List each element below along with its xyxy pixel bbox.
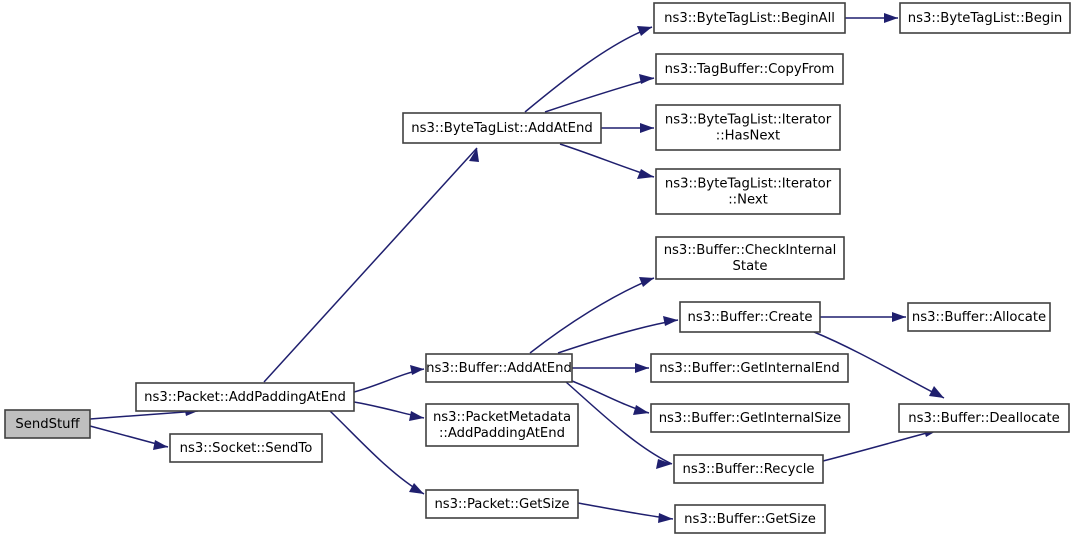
node-label: ns3::ByteTagList::BeginAll xyxy=(664,11,835,26)
node-box[interactable] xyxy=(655,168,841,215)
arrowhead-icon xyxy=(635,363,649,373)
call-edge-packet_addpadding-to-bytetaglist_addatend xyxy=(263,147,478,383)
graph-node-bytetaglist_addatend[interactable]: ns3::ByteTagList::AddAtEnd xyxy=(402,112,602,144)
call-edge-buffer_addatend-to-buffer_create xyxy=(557,319,679,354)
node-label: ns3::ByteTagList::Begin xyxy=(908,11,1062,26)
call-edge-sendstuff-to-packet_addpadding xyxy=(89,410,199,420)
node-box[interactable] xyxy=(673,454,824,484)
graph-node-bytetaglist_begin[interactable]: ns3::ByteTagList::Begin xyxy=(899,2,1071,34)
graph-node-buffer_getsize[interactable]: ns3::Buffer::GetSize xyxy=(674,504,826,534)
graph-node-bytetaglist_iter_next[interactable]: ns3::ByteTagList::Iterator::Next xyxy=(655,168,841,215)
graph-node-buffer_getinternalsize[interactable]: ns3::Buffer::GetInternalSize xyxy=(650,403,850,433)
node-label: ns3::ByteTagList::Iterator xyxy=(665,177,832,192)
node-box[interactable] xyxy=(674,504,826,534)
node-label: ns3::Buffer::CheckInternal xyxy=(664,243,837,258)
call-edge-packet_addpadding-to-packet_getsize xyxy=(329,410,425,495)
node-label: ::AddPaddingAtEnd xyxy=(439,426,565,441)
node-box[interactable] xyxy=(425,489,579,519)
node-label: ns3::Buffer::Allocate xyxy=(912,310,1046,325)
node-box[interactable] xyxy=(650,403,850,433)
arrowhead-icon xyxy=(637,169,654,179)
arrowhead-icon xyxy=(639,74,654,84)
arrowhead-icon xyxy=(884,13,898,23)
node-label: ns3::Buffer::Create xyxy=(687,310,812,325)
graph-node-bytetaglist_beginall[interactable]: ns3::ByteTagList::BeginAll xyxy=(653,2,846,34)
node-box[interactable] xyxy=(907,302,1051,332)
node-label: ns3::Packet::GetSize xyxy=(434,497,569,512)
node-label: ns3::Packet::AddPaddingAtEnd xyxy=(144,390,346,405)
node-label: ns3::Buffer::GetSize xyxy=(684,512,816,527)
arrowhead-icon xyxy=(153,440,168,450)
graph-node-buffer_getinternalend[interactable]: ns3::Buffer::GetInternalEnd xyxy=(650,353,849,383)
graph-node-packet_addpadding[interactable]: ns3::Packet::AddPaddingAtEnd xyxy=(135,382,355,412)
node-box[interactable] xyxy=(169,433,323,463)
arrowhead-icon xyxy=(640,123,654,133)
arrowhead-icon xyxy=(639,277,654,287)
arrowhead-icon xyxy=(409,483,424,494)
node-label: ::HasNext xyxy=(716,129,780,144)
node-label: ns3::Buffer::GetInternalSize xyxy=(659,411,842,426)
graph-node-buffer_addatend[interactable]: ns3::Buffer::AddAtEnd xyxy=(425,353,573,383)
node-box[interactable] xyxy=(679,301,821,333)
node-box[interactable] xyxy=(655,104,841,151)
node-box[interactable] xyxy=(650,353,849,383)
node-box[interactable] xyxy=(135,382,355,412)
graph-node-tagbuffer_copyfrom[interactable]: ns3::TagBuffer::CopyFrom xyxy=(655,53,844,85)
call-edge-buffer_create-to-buffer_deallocate xyxy=(813,331,945,399)
arrowhead-icon xyxy=(656,459,672,469)
graph-node-buffer_allocate[interactable]: ns3::Buffer::Allocate xyxy=(907,302,1051,332)
node-label: ::Next xyxy=(728,193,768,208)
arrowhead-icon xyxy=(663,316,678,326)
arrowhead-icon xyxy=(409,411,424,421)
node-box[interactable] xyxy=(653,2,846,34)
node-box[interactable] xyxy=(655,53,844,85)
node-label: ns3::Socket::SendTo xyxy=(180,441,313,456)
call-edge-buffer_recycle-to-buffer_deallocate xyxy=(822,429,939,462)
edges-layer xyxy=(89,13,945,523)
node-label: ns3::Buffer::Deallocate xyxy=(908,411,1060,426)
node-label: ns3::PacketMetadata xyxy=(433,410,571,425)
node-box[interactable] xyxy=(425,353,573,383)
node-label: ns3::Buffer::GetInternalEnd xyxy=(659,361,840,376)
graph-node-packetmetadata_addpadding[interactable]: ns3::PacketMetadata::AddPaddingAtEnd xyxy=(425,403,579,447)
node-box[interactable] xyxy=(425,403,579,447)
call-edge-buffer_addatend-to-buffer_checkinternalstate xyxy=(529,277,655,354)
arrowhead-icon xyxy=(637,26,652,36)
graph-node-bytetaglist_iter_hasnext[interactable]: ns3::ByteTagList::Iterator::HasNext xyxy=(655,104,841,151)
arrowhead-icon xyxy=(658,513,673,523)
node-label: ns3::ByteTagList::AddAtEnd xyxy=(411,121,592,136)
graph-node-buffer_deallocate[interactable]: ns3::Buffer::Deallocate xyxy=(898,403,1070,433)
arrowhead-icon xyxy=(410,365,424,375)
call-edge-buffer_addatend-to-buffer_recycle xyxy=(565,381,673,465)
node-box[interactable] xyxy=(898,403,1070,433)
nodes-layer: SendStuffns3::Packet::AddPaddingAtEndns3… xyxy=(4,2,1071,534)
arrowhead-icon xyxy=(633,405,649,415)
graph-node-buffer_recycle[interactable]: ns3::Buffer::Recycle xyxy=(673,454,824,484)
graph-node-socket_sendto[interactable]: ns3::Socket::SendTo xyxy=(169,433,323,463)
node-box[interactable] xyxy=(4,409,91,439)
node-label: ns3::Buffer::AddAtEnd xyxy=(426,361,572,376)
arrowhead-icon xyxy=(469,148,479,162)
node-box[interactable] xyxy=(655,236,845,280)
node-box[interactable] xyxy=(402,112,602,144)
node-label: ns3::TagBuffer::CopyFrom xyxy=(665,62,835,77)
node-box[interactable] xyxy=(899,2,1071,34)
call-edge-bytetaglist_addatend-to-bytetaglist_beginall xyxy=(524,26,653,113)
graph-node-buffer_create[interactable]: ns3::Buffer::Create xyxy=(679,301,821,333)
arrowhead-icon xyxy=(929,386,944,398)
node-label: SendStuff xyxy=(15,417,80,432)
node-label: State xyxy=(733,259,768,274)
node-label: ns3::Buffer::Recycle xyxy=(683,462,815,477)
graph-node-packet_getsize[interactable]: ns3::Packet::GetSize xyxy=(425,489,579,519)
graph-node-sendstuff[interactable]: SendStuff xyxy=(4,409,91,439)
arrowhead-icon xyxy=(892,312,906,322)
node-label: ns3::ByteTagList::Iterator xyxy=(665,113,832,128)
